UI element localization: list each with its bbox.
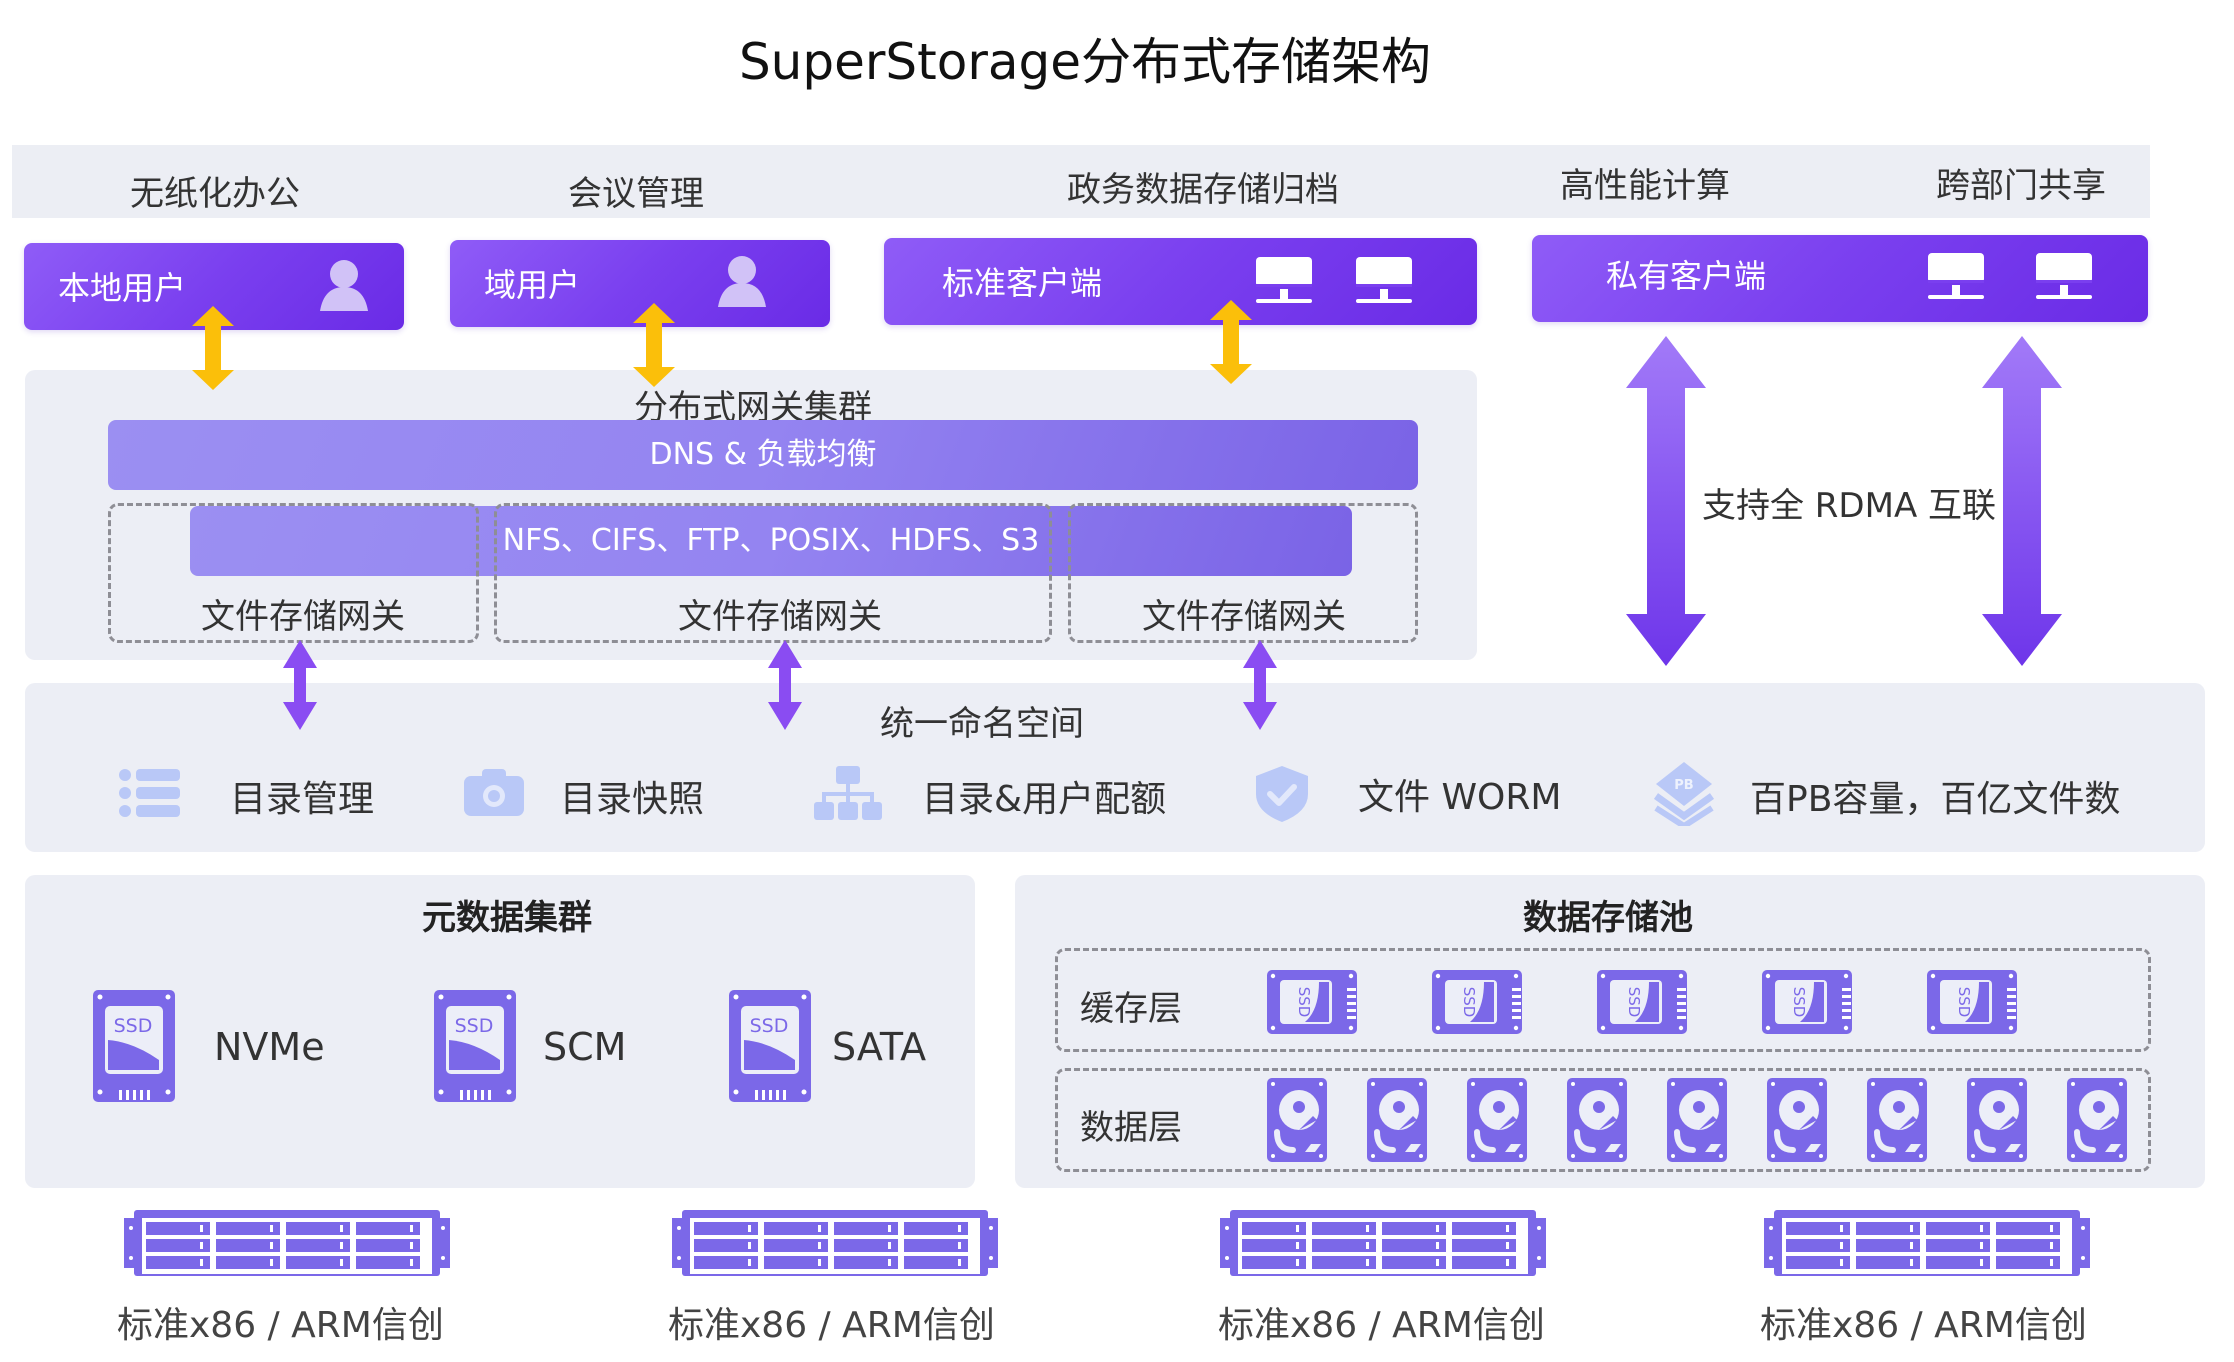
desktop-icon — [2036, 253, 2092, 299]
shield-check-icon — [1256, 766, 1308, 822]
scenario-label: 无纸化办公 — [130, 174, 300, 214]
hard-disk-icon — [1567, 1078, 1627, 1162]
server-label: 标准x86 / ARM信创 — [1218, 1305, 1545, 1346]
scenario-label: 政务数据存储归档 — [1067, 170, 1339, 210]
rdma-arrow-icon — [1626, 336, 1706, 666]
svg-text:SSD: SSD — [1955, 987, 1973, 1018]
protocol-list: NFS、CIFS、FTP、POSIX、HDFS、S3 — [502, 523, 1040, 558]
hard-disk-icon — [1467, 1078, 1527, 1162]
hard-disk-icon — [1267, 1078, 1327, 1162]
dns-load-balancer-bar: DNS & 负载均衡 — [108, 420, 1418, 490]
client-label: 域用户 — [484, 266, 581, 304]
diagram-title: SuperStorage分布式存储架构 — [738, 33, 1432, 91]
bidirectional-arrow-icon — [192, 306, 234, 390]
gateway-label: 文件存储网关 — [201, 597, 405, 637]
server-label: 标准x86 / ARM信创 — [668, 1305, 995, 1346]
svg-text:SSD: SSD — [1625, 987, 1643, 1018]
ssd-drive-icon: SSD — [1432, 970, 1522, 1034]
hard-disk-icon — [1667, 1078, 1727, 1162]
ssd-drive-icon: SSD — [1762, 970, 1852, 1034]
svg-text:SSD: SSD — [750, 1015, 789, 1037]
rack-server-icon — [1764, 1210, 2090, 1276]
svg-text:SSD: SSD — [1295, 987, 1313, 1018]
cache-tier-box — [1055, 948, 2151, 1052]
bidirectional-arrow-icon — [1210, 300, 1252, 384]
protocol-bar: NFS、CIFS、FTP、POSIX、HDFS、S3 — [190, 506, 1352, 576]
gateway-box — [108, 503, 479, 643]
cache-tier-label: 缓存层 — [1080, 989, 1182, 1029]
scenario-label: 高性能计算 — [1560, 166, 1730, 206]
client-box-local-user: 本地用户 — [24, 243, 404, 330]
feature-label: 目录快照 — [560, 779, 705, 820]
feature-label: 百PB容量，百亿文件数 — [1750, 779, 2121, 820]
namespace-title: 统一命名空间 — [880, 704, 1084, 744]
media-label: SATA — [832, 1025, 927, 1069]
camera-icon — [464, 769, 524, 816]
svg-text:SSD: SSD — [1460, 987, 1478, 1018]
pb-layers-icon: PB — [1653, 762, 1715, 826]
bidirectional-arrow-icon — [768, 640, 802, 730]
feature-label: 目录&用户配额 — [922, 779, 1167, 820]
media-label: SCM — [543, 1025, 627, 1069]
media-label: NVMe — [214, 1025, 325, 1069]
svg-text:SSD: SSD — [1790, 987, 1808, 1018]
feature-label: 文件 WORM — [1358, 777, 1562, 818]
hierarchy-icon — [814, 766, 882, 820]
client-box-standard-client: 标准客户端 — [884, 238, 1477, 325]
rack-server-icon — [124, 1210, 450, 1276]
ssd-drive-icon: SSD — [93, 990, 175, 1102]
ssd-drive-icon: SSD — [1597, 970, 1687, 1034]
gateway-label: 文件存储网关 — [1142, 597, 1346, 637]
metadata-cluster-title: 元数据集群 — [422, 898, 592, 938]
data-tier-box — [1055, 1068, 2151, 1172]
data-pool-title: 数据存储池 — [1523, 898, 1693, 938]
rack-server-icon — [1220, 1210, 1546, 1276]
scenario-band — [12, 145, 2150, 218]
hard-disk-icon — [1967, 1078, 2027, 1162]
hard-disk-icon — [2067, 1078, 2127, 1162]
gateway-box — [1068, 503, 1418, 643]
feature-label: 目录管理 — [230, 779, 375, 820]
svg-text:PB: PB — [1674, 778, 1693, 793]
gateway-label: 文件存储网关 — [678, 597, 882, 637]
rdma-label: 支持全 RDMA 互联 — [1702, 486, 1997, 526]
hard-disk-icon — [1867, 1078, 1927, 1162]
ssd-drive-icon: SSD — [729, 990, 811, 1102]
hard-disk-icon — [1767, 1078, 1827, 1162]
scenario-label: 会议管理 — [568, 174, 704, 214]
data-tier-label: 数据层 — [1080, 1108, 1182, 1148]
bidirectional-arrow-icon — [633, 303, 675, 387]
server-label: 标准x86 / ARM信创 — [1760, 1305, 2087, 1346]
list-icon — [119, 769, 180, 817]
ssd-drive-icon: SSD — [434, 990, 516, 1102]
svg-text:SSD: SSD — [114, 1015, 153, 1037]
ssd-drive-icon: SSD — [1927, 970, 2017, 1034]
gateway-box — [494, 503, 1052, 643]
client-box-private-client: 私有客户端 — [1532, 235, 2148, 322]
server-label: 标准x86 / ARM信创 — [117, 1305, 444, 1346]
hard-disk-icon — [1367, 1078, 1427, 1162]
scenario-label: 跨部门共享 — [1936, 166, 2106, 206]
client-label: 标准客户端 — [942, 264, 1103, 302]
ssd-drive-icon: SSD — [1267, 970, 1357, 1034]
rdma-arrow-icon — [1982, 336, 2062, 666]
namespace-panel — [25, 683, 2205, 852]
bidirectional-arrow-icon — [1243, 640, 1277, 730]
desktop-icon — [1928, 253, 1984, 299]
client-label: 私有客户端 — [1606, 257, 1767, 295]
desktop-icon — [1356, 257, 1412, 303]
client-label: 本地用户 — [58, 269, 187, 307]
desktop-icon — [1256, 257, 1312, 303]
svg-text:SSD: SSD — [455, 1015, 494, 1037]
bidirectional-arrow-icon — [283, 640, 317, 730]
user-icon — [320, 260, 368, 311]
user-icon — [718, 256, 766, 307]
rack-server-icon — [672, 1210, 998, 1276]
client-box-domain-user: 域用户 — [450, 240, 830, 327]
